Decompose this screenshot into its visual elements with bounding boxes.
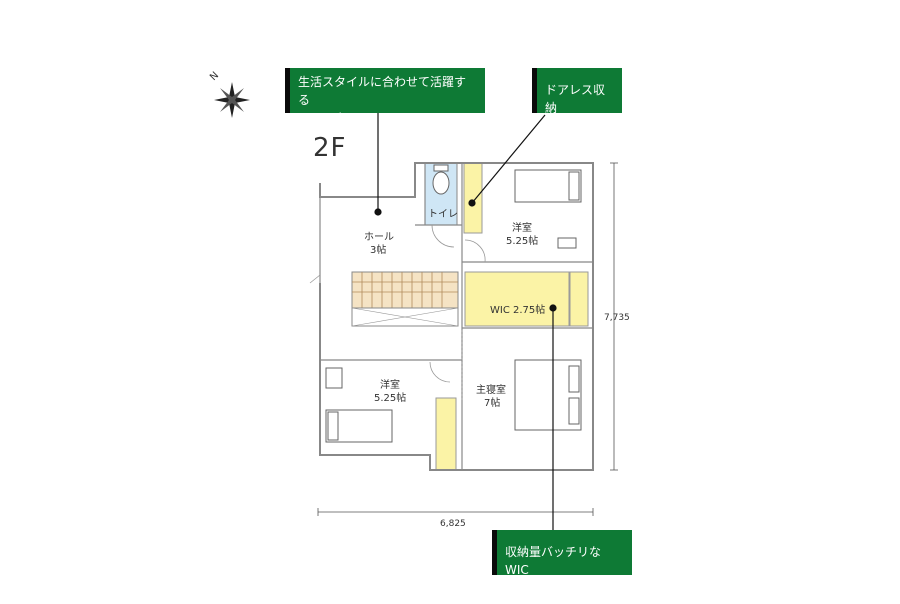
compass-north-label: N — [208, 70, 221, 83]
room-hall-size: 3帖 — [370, 243, 386, 256]
floor-label: 2F — [313, 133, 347, 163]
room-western-ne-size: 5.25帖 — [506, 234, 538, 247]
wic-area — [464, 271, 570, 327]
room-master-name: 主寝室 — [476, 383, 506, 396]
callout-free-hall: 生活スタイルに合わせて活躍する フリーホール — [285, 68, 485, 125]
callout-leaders — [374, 113, 557, 530]
callout-free-hall-line1: 生活スタイルに合わせて活躍する — [298, 75, 467, 107]
room-western-sw-name: 洋室 — [380, 378, 400, 391]
callout-wic: 収納量バッチリなWIC — [492, 530, 632, 577]
room-western-ne-name: 洋室 — [512, 221, 532, 234]
wic-shelf — [569, 271, 589, 327]
toilet-room: トイレ — [424, 162, 458, 226]
walls — [319, 162, 594, 471]
room-wic-label: WIC 2.75帖 — [490, 303, 545, 316]
callout-wic-text: 収納量バッチリなWIC — [505, 545, 602, 577]
dimension-depth-label: 7,735 — [604, 313, 630, 323]
room-western-sw-size: 5.25帖 — [374, 391, 406, 404]
desk-ne — [557, 237, 577, 249]
closet-sw — [435, 397, 457, 471]
bed-master — [514, 359, 582, 431]
toilet-label: トイレ — [428, 209, 458, 220]
toilet-bowl-icon — [432, 171, 450, 195]
bed-sw — [325, 409, 393, 443]
dimension-width-label: 6,825 — [440, 519, 466, 529]
callout-doorless-storage-text: ドアレス収納 — [545, 83, 606, 115]
door-swings — [309, 224, 486, 383]
room-hall-name: ホール — [364, 231, 394, 243]
callout-free-hall-line2: フリーホール — [298, 111, 371, 125]
room-master-size: 7帖 — [484, 396, 500, 409]
bed-ne — [514, 169, 582, 203]
callout-doorless-storage: ドアレス収納 — [532, 68, 622, 115]
desk-sw — [325, 367, 343, 389]
staircase — [351, 271, 459, 327]
dimension-width — [317, 508, 594, 516]
compass-icon — [214, 82, 250, 118]
doorless-storage — [463, 162, 483, 234]
dimension-depth — [610, 162, 618, 471]
